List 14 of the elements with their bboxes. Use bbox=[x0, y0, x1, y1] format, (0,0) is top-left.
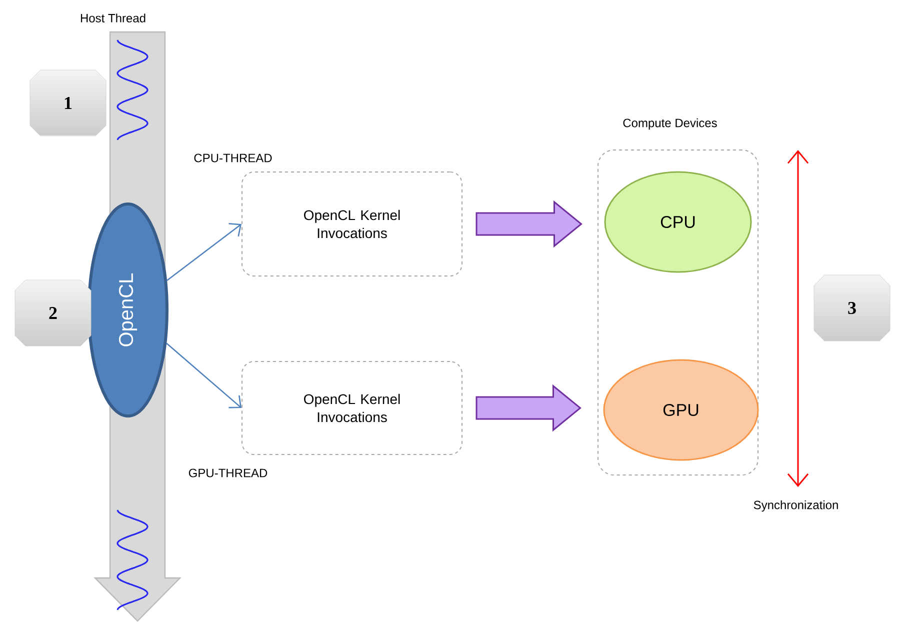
sync-label: Synchronization bbox=[754, 500, 838, 512]
step-octagon: 3 bbox=[814, 274, 890, 342]
node-label: Compute Devices bbox=[623, 118, 717, 130]
thread-label: GPU-THREAD bbox=[188, 468, 268, 478]
step-octagon: 2 bbox=[14, 280, 92, 346]
block-arrow bbox=[476, 200, 582, 248]
block-arrow bbox=[476, 384, 582, 432]
arrow bbox=[166, 223, 242, 282]
kernel-box: OpenCL Kernel Invocations bbox=[242, 361, 462, 455]
thread-label: CPU-THREAD bbox=[194, 154, 272, 162]
arrow bbox=[166, 342, 242, 408]
node-label: Host Thread bbox=[80, 14, 146, 22]
step-octagon: 1 bbox=[30, 70, 106, 136]
kernel-box: OpenCL Kernel Invocations bbox=[242, 172, 462, 276]
